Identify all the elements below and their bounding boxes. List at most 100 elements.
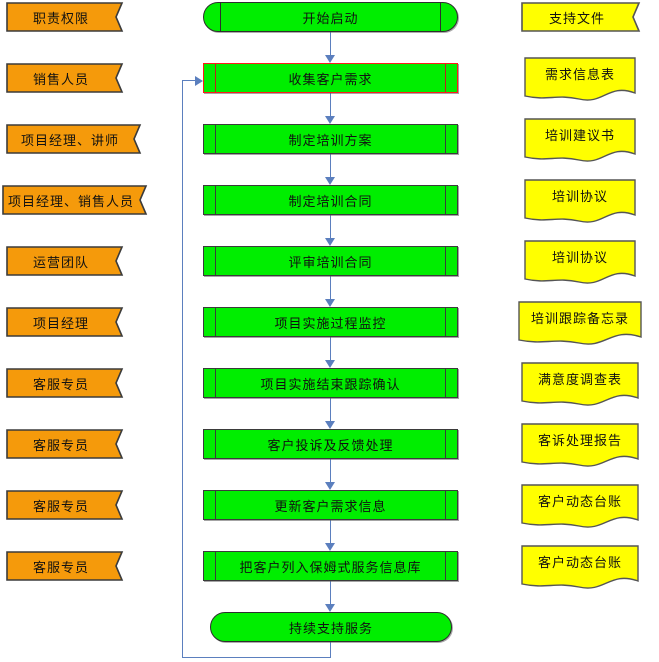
predefined-left-bar xyxy=(215,552,216,580)
predefined-right-bar xyxy=(445,552,446,580)
connector-arrow-icon xyxy=(325,116,335,124)
document-node-7[interactable]: 客诉处理报告 xyxy=(521,423,639,469)
banner-shape-icon xyxy=(6,63,124,93)
feedback-loop-line-in xyxy=(182,80,197,81)
role-banner-2[interactable]: 项目经理、讲师 xyxy=(6,124,152,154)
predefined-right-bar xyxy=(445,430,446,458)
process-node-update-requirements[interactable]: 更新客户需求信息 xyxy=(203,490,458,520)
predefined-left-bar xyxy=(215,125,216,153)
connector-arrow-icon xyxy=(325,604,335,612)
banner-shape-icon xyxy=(6,429,124,459)
process-label: 项目实施过程监控 xyxy=(274,315,387,331)
banner-shape-icon xyxy=(521,2,641,32)
document-node-6[interactable]: 满意度调查表 xyxy=(521,362,639,408)
connector-arrow-icon xyxy=(325,299,335,307)
feedback-loop-line-up xyxy=(182,80,183,658)
process-label: 把客户列入保姆式服务信息库 xyxy=(239,559,422,575)
connector-line xyxy=(330,459,331,485)
connector-line xyxy=(330,337,331,363)
process-node-review-contract[interactable]: 评审培训合同 xyxy=(203,246,458,276)
process-label: 制定培训方案 xyxy=(288,132,373,148)
process-label: 制定培训合同 xyxy=(288,193,373,209)
connector-arrow-icon xyxy=(325,543,335,551)
role-banner-0[interactable]: 职责权限 xyxy=(6,2,134,32)
process-node-end[interactable]: 持续支持服务 xyxy=(210,612,452,642)
process-label: 更新客户需求信息 xyxy=(274,498,387,514)
document-node-4[interactable]: 培训协议 xyxy=(524,240,636,286)
predefined-right-bar xyxy=(445,247,446,275)
predefined-left-bar xyxy=(215,369,216,397)
predefined-left-bar xyxy=(215,186,216,214)
connector-arrow-icon xyxy=(325,55,335,63)
predefined-right-bar xyxy=(445,125,446,153)
document-banner-header[interactable]: 支持文件 xyxy=(521,2,651,32)
terminator-right-bar xyxy=(440,3,441,31)
document-shape-icon xyxy=(521,484,639,528)
connector-arrow-icon xyxy=(325,238,335,246)
connector-line xyxy=(330,93,331,119)
process-node-training-contract[interactable]: 制定培训合同 xyxy=(203,185,458,215)
connector-arrow-icon xyxy=(325,421,335,429)
banner-shape-icon xyxy=(6,551,124,581)
document-node-3[interactable]: 培训协议 xyxy=(524,179,636,225)
role-banner-6[interactable]: 客服专员 xyxy=(6,368,134,398)
process-node-training-plan[interactable]: 制定培训方案 xyxy=(203,124,458,154)
role-banner-1[interactable]: 销售人员 xyxy=(6,63,134,93)
predefined-left-bar xyxy=(215,491,216,519)
connector-arrow-icon xyxy=(325,482,335,490)
role-banner-5[interactable]: 项目经理 xyxy=(6,307,134,337)
predefined-right-bar xyxy=(445,186,446,214)
process-label: 客户投诉及反馈处理 xyxy=(267,437,394,453)
process-node-implementation-monitor[interactable]: 项目实施过程监控 xyxy=(203,307,458,337)
process-node-start[interactable]: 开始启动 xyxy=(203,2,458,32)
document-shape-icon xyxy=(524,118,636,162)
process-label: 评审培训合同 xyxy=(288,254,373,270)
connector-line xyxy=(330,520,331,546)
connector-line xyxy=(330,276,331,302)
predefined-right-bar xyxy=(445,64,446,92)
feedback-loop-line-left xyxy=(182,657,331,658)
role-banner-9[interactable]: 客服专员 xyxy=(6,551,134,581)
connector-line xyxy=(330,215,331,241)
banner-shape-icon xyxy=(6,246,124,276)
document-node-1[interactable]: 需求信息表 xyxy=(524,57,636,103)
banner-shape-icon xyxy=(6,124,142,154)
connector-line xyxy=(330,154,331,180)
banner-shape-icon xyxy=(6,307,124,337)
terminator-left-bar xyxy=(220,3,221,31)
document-shape-icon xyxy=(521,423,639,467)
process-node-complaint-feedback[interactable]: 客户投诉及反馈处理 xyxy=(203,429,458,459)
connector-arrow-icon xyxy=(325,177,335,185)
predefined-left-bar xyxy=(215,247,216,275)
process-label: 收集客户需求 xyxy=(288,71,373,87)
process-node-add-to-service-db[interactable]: 把客户列入保姆式服务信息库 xyxy=(203,551,458,581)
feedback-loop-line-down xyxy=(330,641,331,658)
role-banner-3[interactable]: 项目经理、销售人员 xyxy=(2,185,158,215)
document-shape-icon xyxy=(521,362,639,406)
role-banner-7[interactable]: 客服专员 xyxy=(6,429,134,459)
predefined-left-bar xyxy=(215,430,216,458)
document-shape-icon xyxy=(518,301,642,345)
document-node-8[interactable]: 客户动态台账 xyxy=(521,484,639,530)
document-node-2[interactable]: 培训建议书 xyxy=(524,118,636,164)
document-shape-icon xyxy=(521,545,639,589)
role-banner-8[interactable]: 客服专员 xyxy=(6,490,134,520)
banner-shape-icon xyxy=(6,2,124,32)
predefined-left-bar xyxy=(215,64,216,92)
banner-shape-icon xyxy=(6,368,124,398)
banner-shape-icon xyxy=(6,490,124,520)
document-shape-icon xyxy=(524,57,636,101)
process-label: 持续支持服务 xyxy=(288,620,373,636)
predefined-right-bar xyxy=(445,491,446,519)
process-node-post-implementation-followup[interactable]: 项目实施结束跟踪确认 xyxy=(203,368,458,398)
connector-line xyxy=(330,581,331,607)
document-node-9[interactable]: 客户动态台账 xyxy=(521,545,639,591)
process-label: 项目实施结束跟踪确认 xyxy=(260,376,401,392)
process-node-collect-requirements[interactable]: 收集客户需求 xyxy=(203,63,458,93)
connector-line xyxy=(330,32,331,58)
connector-arrow-icon xyxy=(325,360,335,368)
feedback-loop-arrow-icon xyxy=(195,76,203,86)
predefined-left-bar xyxy=(215,308,216,336)
document-node-5[interactable]: 培训跟踪备忘录 xyxy=(518,301,642,347)
role-banner-4[interactable]: 运营团队 xyxy=(6,246,134,276)
